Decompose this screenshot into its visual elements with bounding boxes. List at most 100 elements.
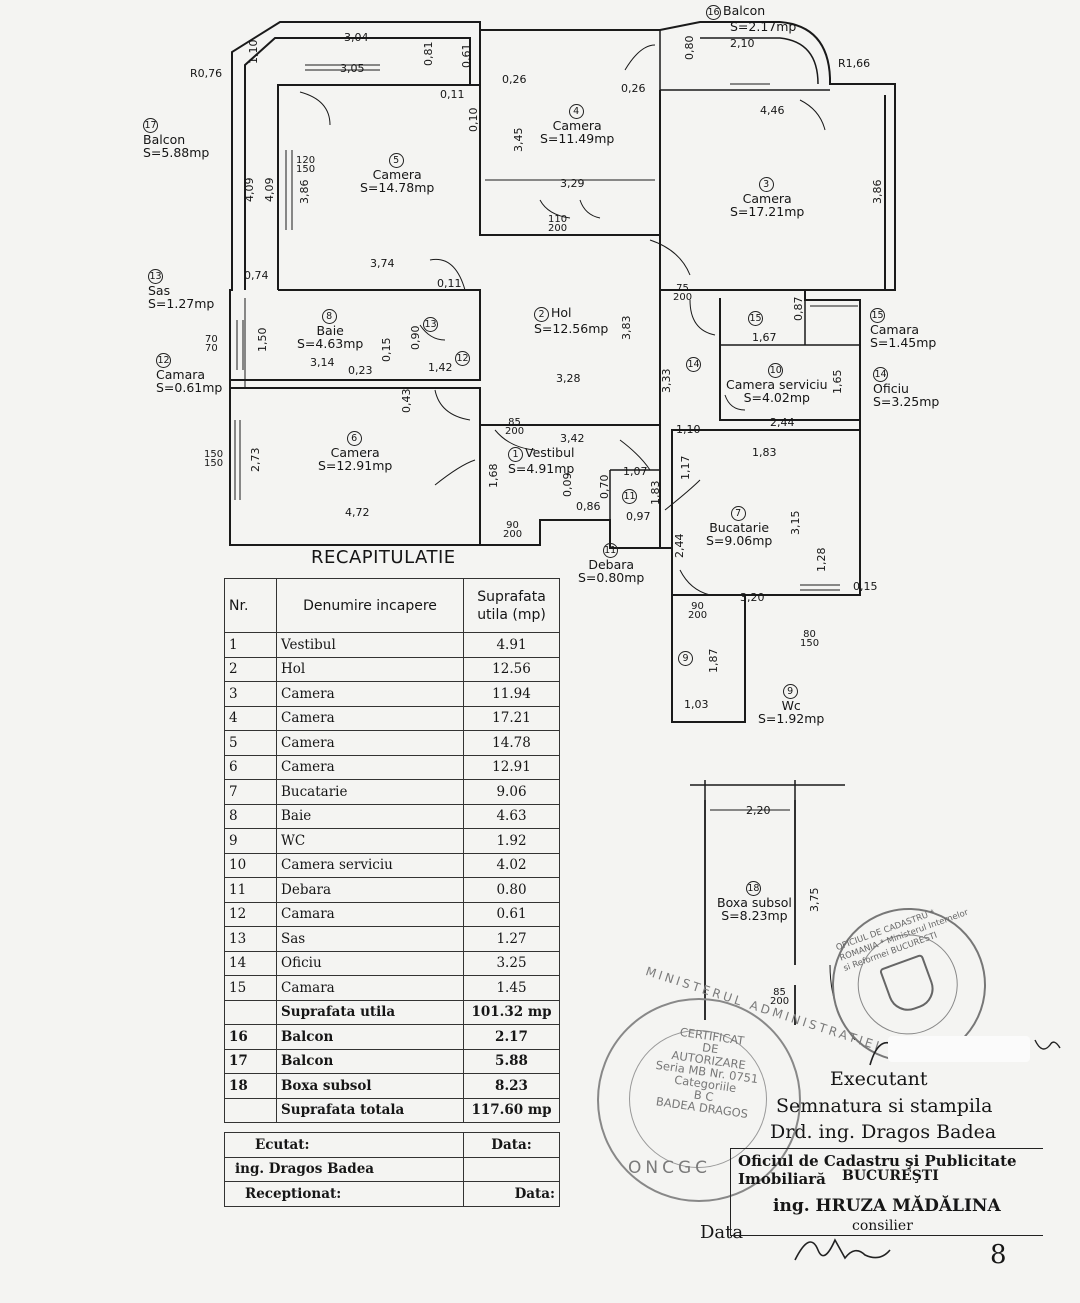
- dim-label: 1,42: [428, 361, 453, 374]
- ocpi-line4: consilier: [852, 1218, 913, 1234]
- total-empty: [224, 1097, 277, 1123]
- dim-label: 0,81: [422, 41, 435, 67]
- dim-label: 4,46: [760, 104, 785, 117]
- cell-name: Baie: [276, 803, 464, 829]
- cell-nr: 16: [224, 1024, 277, 1050]
- cell-area: 1.45: [463, 975, 560, 1001]
- total-label: Suprafata totala: [276, 1097, 464, 1123]
- cell-nr: 12: [224, 901, 277, 927]
- boxa-plan: [704, 800, 856, 1040]
- cell-nr: 13: [224, 926, 277, 952]
- cell-name: Bucatarie: [276, 779, 464, 805]
- cell-name: Camera: [276, 730, 464, 756]
- total-value: 117.60 mp: [463, 1097, 560, 1123]
- cell-name: Camera: [276, 681, 464, 707]
- util-empty: [224, 999, 277, 1025]
- cell-area: 12.91: [463, 754, 560, 780]
- dim-label: 1,50: [256, 327, 269, 353]
- dim-label: 4,09: [263, 177, 276, 203]
- cell-nr: 5: [224, 730, 277, 756]
- ocpi-box: [730, 1148, 1043, 1236]
- dim-label: 3,86: [871, 179, 884, 205]
- cell-area: 17.21: [463, 705, 560, 731]
- cell-nr: 7: [224, 779, 277, 805]
- dim-label: 3,20: [740, 591, 765, 604]
- cell-name: Camera: [276, 705, 464, 731]
- opening-label: 80 150: [800, 629, 820, 649]
- dim-label: 3,14: [310, 356, 335, 369]
- cell-nr: 2: [224, 656, 277, 682]
- recap-title: RECAPITULATIE: [311, 547, 456, 568]
- ocpi-line2: BUCUREŞTI: [842, 1168, 939, 1184]
- dim-label: 1,17: [679, 455, 692, 481]
- opening-label: 85 200: [505, 417, 525, 437]
- cell-area: 0.80: [463, 877, 560, 903]
- dim-label: 0,74: [244, 269, 269, 282]
- stamp-bottom-text: ONCGC: [628, 1158, 712, 1178]
- opening-label: 90 200: [503, 520, 523, 540]
- room-label-14-small: 14: [686, 357, 701, 372]
- ocpi-line1: Oficiul de Cadastru şi Publicitate Imobi…: [738, 1152, 1017, 1188]
- stamp-text: CERTIFICAT DE AUTORIZARE Seria MB Nr. 07…: [654, 1024, 760, 1122]
- opening-label: 120 150: [296, 155, 316, 175]
- cell-nr: 9: [224, 828, 277, 854]
- dim-label: 1,68: [487, 463, 500, 489]
- cell-nr: 10: [224, 852, 277, 878]
- dim-label: 1,83: [649, 480, 662, 506]
- drd-label: Drd. ing. Dragos Badea: [770, 1121, 997, 1143]
- cell-area: 4.63: [463, 803, 560, 829]
- opening-label: 110 200: [548, 214, 568, 234]
- dim-label: 1,87: [707, 648, 720, 674]
- room-label-9-small: 9: [678, 650, 695, 666]
- executant-label: Executant: [830, 1068, 928, 1090]
- dim-label: 3,29: [560, 177, 585, 190]
- cell-nr: 3: [224, 681, 277, 707]
- dim-label: 3,83: [620, 315, 633, 341]
- semnatura-label: Semnatura si stampila: [776, 1095, 993, 1117]
- util-value: 101.32 mp: [463, 999, 560, 1025]
- opening-label: 85 200: [770, 987, 790, 1007]
- dim-label: 1,65: [831, 369, 844, 395]
- dim-label: 0,10: [467, 107, 480, 133]
- dim-label: 2,73: [249, 447, 262, 473]
- footer-empty: [463, 1156, 560, 1182]
- footer-data2: Data:: [463, 1181, 560, 1207]
- dim-label: 0,15: [380, 337, 393, 363]
- cell-name: Boxa subsol: [276, 1073, 464, 1099]
- util-label: Suprafata utila: [276, 999, 464, 1025]
- cell-name: Hol: [276, 656, 464, 682]
- dim-label: 0,11: [437, 277, 462, 290]
- table-spacer: [224, 1122, 560, 1133]
- dim-label: 0,97: [626, 510, 651, 523]
- dim-label: 0,11: [440, 88, 465, 101]
- footer-data1: Data:: [463, 1132, 560, 1158]
- cell-nr: 4: [224, 705, 277, 731]
- dim-label: 0,09: [561, 472, 574, 498]
- cell-area: 1.92: [463, 828, 560, 854]
- opening-label: 75 200: [673, 283, 693, 303]
- cell-name: Camera: [276, 754, 464, 780]
- dim-label: 1,83: [752, 446, 777, 459]
